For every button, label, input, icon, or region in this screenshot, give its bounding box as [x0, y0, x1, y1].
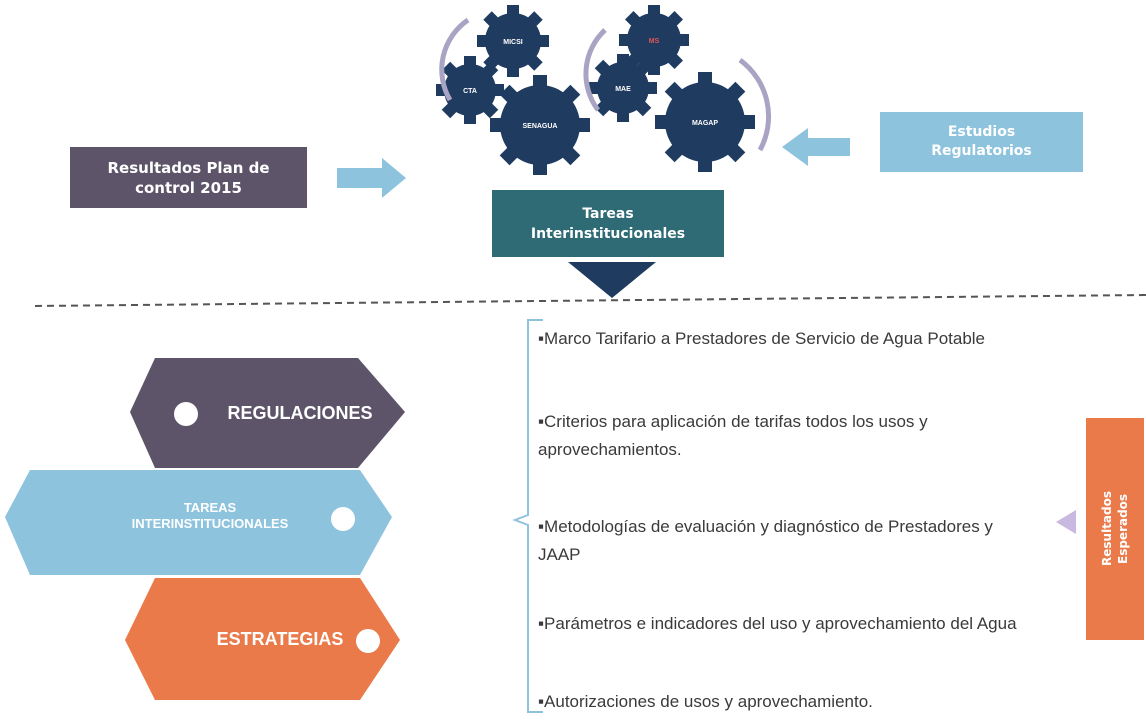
bullet-criterios: ▪Criterios para aplicación de tarifas to… — [538, 412, 928, 459]
hexagon-label-regulaciones: REGULACIONES — [227, 403, 373, 423]
gear-labels: MICSI CTA SENAGUA MS MAE MAGAP — [463, 38, 718, 130]
hexagon-label-tareas: TAREAS INTERINSTITUCIONALES — [131, 500, 289, 531]
circle-icon — [356, 629, 380, 653]
arrow-left-icon — [782, 128, 850, 166]
source-box-shape — [70, 147, 307, 208]
tasks-box-shape — [492, 190, 724, 257]
arrow-right-icon — [337, 158, 406, 198]
gear-label-mae: MAE — [615, 86, 631, 93]
results-label: Resultados Esperados — [1100, 491, 1130, 567]
bullet-autorizaciones: ▪Autorizaciones de usos y aprovechamient… — [538, 692, 873, 711]
gear-label-cta: CTA — [463, 88, 477, 95]
gear-label-senagua: SENAGUA — [522, 123, 557, 130]
hexagon-tareas — [5, 470, 392, 575]
circle-icon — [331, 507, 355, 531]
gear-cta-icon — [436, 56, 504, 124]
gear-label-ms: MS — [649, 38, 660, 45]
bracket-shape — [512, 319, 543, 713]
bullet-metodologias: ▪Metodologías de evaluación y diagnóstic… — [538, 517, 993, 564]
results-box-shape — [1086, 418, 1144, 640]
hexagon-label-estrategias: ESTRATEGIAS — [216, 629, 344, 649]
hexagon-regulaciones — [130, 358, 405, 468]
hexagon-estrategias — [125, 578, 400, 700]
studies-box-shape — [880, 112, 1083, 172]
results-arrow-icon — [1056, 510, 1076, 534]
gear-label-magap: MAGAP — [692, 120, 718, 127]
gear-label-micsi: MICSI — [503, 39, 523, 46]
circle-icon — [174, 402, 198, 426]
bullet-parametros: ▪Parámetros e indicadores del uso y apro… — [538, 614, 1017, 633]
studies-box: Estudios Regulatorios — [931, 124, 1032, 159]
bullet-marco-tarifario: ▪Marco Tarifario a Prestadores de Servic… — [538, 329, 986, 348]
tasks-box: Tareas Interinstitucionales — [530, 205, 686, 242]
source-box: Resultados Plan de control 2015 — [107, 158, 270, 197]
gears-cluster — [436, 5, 772, 175]
down-triangle-icon — [568, 262, 656, 298]
separator-line — [34, 294, 1146, 307]
